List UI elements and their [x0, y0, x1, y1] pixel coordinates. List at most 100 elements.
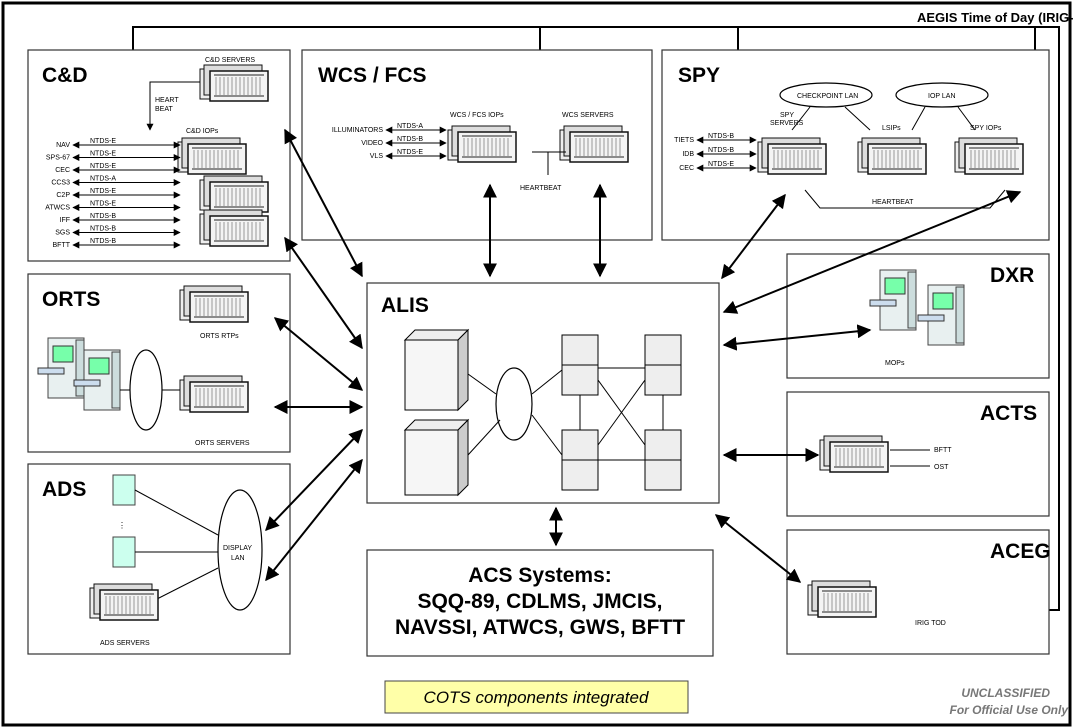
- irig-tod-label: IRIG TOD: [915, 620, 946, 627]
- acts-bftt-label: BFTT: [934, 447, 952, 454]
- cd-servers-label: C&D SERVERS: [205, 57, 255, 64]
- orts-rtp-rack: [179, 285, 249, 323]
- ads-console-2: [112, 536, 136, 568]
- lsip-rack: [857, 137, 927, 175]
- cd-signal-source-6: IFF: [60, 217, 71, 224]
- alis-switch-1: [561, 334, 599, 396]
- alis-label: ALIS: [381, 294, 429, 317]
- wcs-heartbeat-label: HEARTBEAT: [520, 185, 562, 192]
- spy-signal-bus-2: NTDS-E: [708, 161, 734, 168]
- cd-signal-source-4: C2P: [56, 192, 70, 199]
- spy-servers-label-2: SERVERS: [770, 120, 804, 127]
- alis-switch-2: [644, 334, 682, 396]
- wcs-server-rack: [559, 125, 629, 163]
- lsips-label: LSIPs: [882, 125, 901, 132]
- cd-signal-source-8: BFTT: [53, 242, 71, 249]
- ads-server-rack: [89, 583, 159, 621]
- dxr-panel: DXR MOPs: [786, 253, 1050, 379]
- cd-iop-rack-1: [177, 137, 247, 175]
- cd-signal-source-3: CCS3: [51, 180, 70, 187]
- spy-iops-label: SPY IOPs: [970, 125, 1002, 132]
- display-lan-label-2: LAN: [231, 555, 245, 562]
- spy-heartbeat-label: HEARTBEAT: [872, 199, 914, 206]
- alis-switch-3: [561, 429, 599, 491]
- spy-panel: SPY CHECKPOINT LAN IOP LAN SPY SERVERS L…: [661, 49, 1050, 241]
- unclassified-label: UNCLASSIFIED: [961, 686, 1050, 700]
- wcs-signal-source-1: VIDEO: [361, 140, 383, 147]
- cd-signal-bus-3: NTDS-A: [90, 176, 116, 183]
- spy-iop-rack: [954, 137, 1024, 175]
- orts-server-rack: [179, 375, 249, 413]
- spy-label: SPY: [678, 64, 720, 87]
- acts-panel: ACTS BFTT OST: [786, 391, 1050, 517]
- cd-iop-rack-3: [199, 209, 269, 247]
- ads-panel: ADS ⋮ DISPLAY LAN ADS SERVERS: [27, 463, 291, 655]
- spy-signal-list: TIETS NTDS-B IDB NTDS-B CEC NTDS-E: [674, 133, 757, 172]
- acs-line1: SQQ-89, CDLMS, JMCIS,: [417, 590, 662, 613]
- cd-signal-bus-1: NTDS-E: [90, 151, 116, 158]
- spy-signal-source-2: CEC: [679, 165, 694, 172]
- spy-signal-source-1: IDB: [682, 151, 694, 158]
- ads-console-1: [112, 474, 136, 506]
- alis-cabinet-1: [403, 328, 470, 412]
- wcs-signal-source-0: ILLUMINATORS: [332, 127, 383, 134]
- cd-signal-source-0: NAV: [56, 142, 70, 149]
- acs-panel: ACS Systems: SQQ-89, CDLMS, JMCIS, NAVSS…: [366, 549, 714, 657]
- orts-rtps-label: ORTS RTPs: [200, 333, 239, 340]
- wcs-iops-label: WCS / FCS IOPs: [450, 112, 504, 119]
- alis-connections: [265, 128, 1022, 583]
- time-of-day-title: AEGIS Time of Day (IRIG-B): [917, 10, 1073, 25]
- cd-signal-source-5: ATWCS: [45, 205, 70, 212]
- acs-title: ACS Systems:: [468, 564, 612, 587]
- spy-server-rack: [757, 137, 827, 175]
- alis-cabinet-2: [403, 418, 470, 497]
- aceg-label: ACEG: [990, 540, 1051, 563]
- orts-label: ORTS: [42, 288, 100, 311]
- wcs-iop-rack: [447, 125, 517, 163]
- display-lan-label-1: DISPLAY: [223, 545, 252, 552]
- cd-signal-source-2: CEC: [55, 167, 70, 174]
- cd-signal-list: NAVNTDS-ESPS-67NTDS-ECECNTDS-ECCS3NTDS-A…: [45, 138, 181, 249]
- dxr-label: DXR: [990, 264, 1034, 287]
- acts-rack: [819, 435, 889, 473]
- orts-panel: ORTS ORTS RTPs ORTS SERVERS: [27, 273, 291, 453]
- checkpoint-lan-label: CHECKPOINT LAN: [797, 93, 858, 100]
- cd-signal-bus-4: NTDS-E: [90, 188, 116, 195]
- cd-signal-bus-5: NTDS-E: [90, 201, 116, 208]
- alis-switch-4: [644, 429, 682, 491]
- acs-line2: NAVSSI, ATWCS, GWS, BFTT: [395, 616, 685, 639]
- cd-label: C&D: [42, 64, 88, 87]
- cd-signal-bus-0: NTDS-E: [90, 138, 116, 145]
- aceg-rack: [807, 580, 877, 618]
- ads-ellipsis: ⋮: [118, 521, 126, 530]
- spy-servers-label-1: SPY: [780, 112, 794, 119]
- spy-signal-source-0: TIETS: [674, 137, 694, 144]
- aceg-panel: ACEG IRIG TOD: [786, 529, 1051, 655]
- ads-servers-label: ADS SERVERS: [100, 640, 150, 647]
- wcs-label: WCS / FCS: [318, 64, 427, 87]
- orts-servers-label: ORTS SERVERS: [195, 440, 250, 447]
- wcs-signal-bus-2: NTDS-E: [397, 149, 423, 156]
- acts-ost-label: OST: [934, 464, 949, 471]
- cd-iops-label: C&D IOPs: [186, 128, 219, 135]
- cd-signal-bus-2: NTDS-E: [90, 163, 116, 170]
- cd-iop-rack-2: [199, 175, 269, 213]
- spy-signal-bus-1: NTDS-B: [708, 147, 734, 154]
- wcs-signal-source-2: VLS: [370, 153, 384, 160]
- cd-signal-bus-8: NTDS-B: [90, 238, 116, 245]
- fouo-label: For Official Use Only: [950, 703, 1070, 717]
- cd-beat-label: BEAT: [155, 106, 173, 113]
- cd-signal-source-7: SGS: [55, 230, 70, 237]
- cd-server-rack: [199, 64, 269, 102]
- wcs-signal-bus-1: NTDS-B: [397, 136, 423, 143]
- wcs-signal-bus-0: NTDS-A: [397, 123, 423, 130]
- cots-text: COTS components integrated: [424, 688, 649, 707]
- cd-heart-label: HEART: [155, 97, 179, 104]
- spy-signal-bus-0: NTDS-B: [708, 133, 734, 140]
- ads-label: ADS: [42, 478, 86, 501]
- wcs-servers-label: WCS SERVERS: [562, 112, 614, 119]
- mops-label: MOPs: [885, 360, 905, 367]
